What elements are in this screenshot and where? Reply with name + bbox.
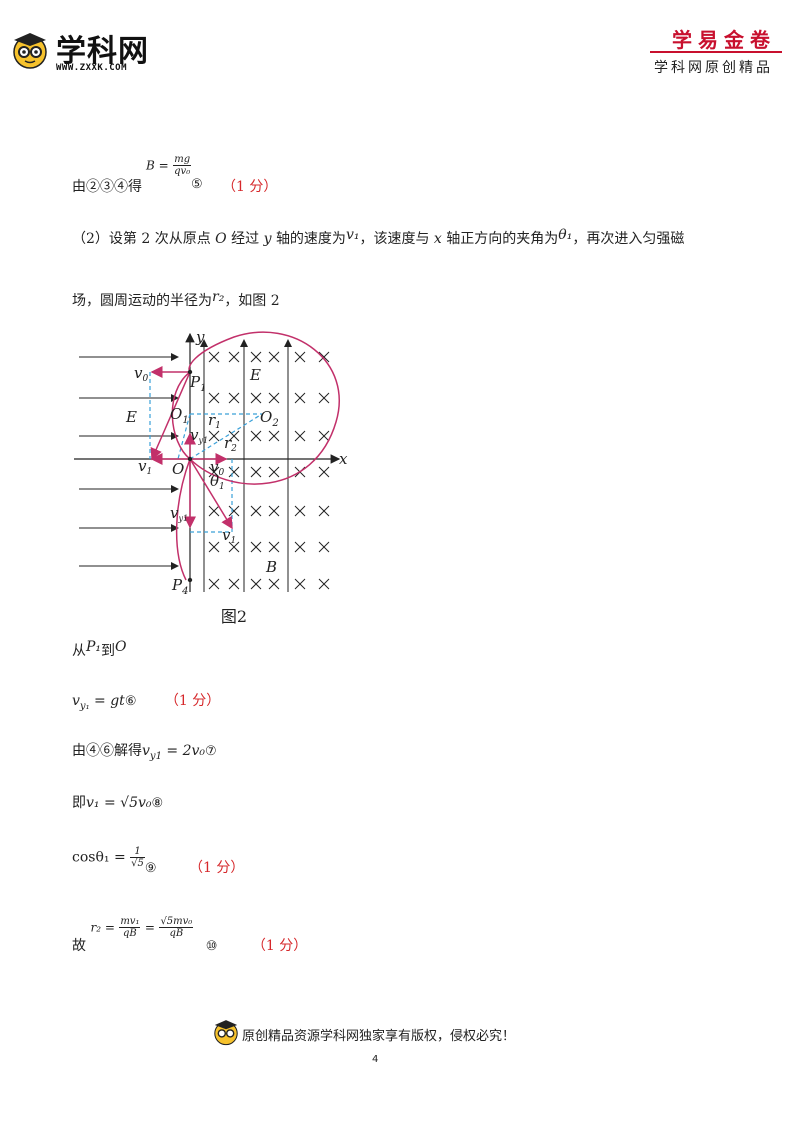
- magnetic-cross: [208, 466, 220, 478]
- magnetic-cross: [250, 466, 262, 478]
- magnetic-cross: [294, 578, 306, 590]
- magnetic-cross: [228, 466, 240, 478]
- header: 学科网 WWW.ZXXK.COM 学易金卷 学科网原创精品: [0, 0, 800, 90]
- magnetic-cross: [318, 541, 330, 553]
- figure-2: y x O O1 O2 P1 P4 E E B v0 v0 v1 v1 vy1 …: [74, 322, 364, 632]
- magnetic-cross: [250, 351, 262, 363]
- label-E-left: E: [125, 408, 137, 426]
- magnetic-cross: [208, 430, 220, 442]
- logo-text: 学科网: [56, 34, 149, 69]
- page-number: 4: [372, 1054, 379, 1065]
- logo-mascot-icon: [10, 30, 50, 70]
- magnetic-cross: [228, 541, 240, 553]
- label-v0-mid: v0: [210, 458, 224, 478]
- brand-title: 学易金卷: [672, 28, 776, 52]
- magnetic-cross: [268, 430, 280, 442]
- line-1-circ: ⑤: [191, 177, 203, 192]
- line-3: 场，圆周运动的半径为r₂，如图 2: [72, 289, 280, 309]
- magnetic-cross: [208, 541, 220, 553]
- particle-trajectory: [171, 331, 340, 581]
- label-r2: r2: [224, 434, 237, 454]
- magnetic-cross: [208, 392, 220, 404]
- magnetic-cross: [228, 392, 240, 404]
- magnetic-cross: [228, 505, 240, 517]
- magnetic-cross: [268, 466, 280, 478]
- magnetic-cross: [268, 351, 280, 363]
- magnetic-cross: [268, 541, 280, 553]
- magnetic-cross: [250, 578, 262, 590]
- magnetic-cross: [294, 541, 306, 553]
- magnetic-cross: [294, 505, 306, 517]
- label-E-right: E: [249, 366, 261, 384]
- figure-diagram: y x O O1 O2 P1 P4 E E B v0 v0 v1 v1 vy1 …: [74, 328, 348, 626]
- magnetic-cross: [250, 430, 262, 442]
- line-5-score: （1 分）: [164, 693, 221, 709]
- brand-subtitle: 学科网原创精品: [654, 60, 773, 76]
- label-vy1-bottom: vy1: [170, 504, 188, 523]
- line-7: 即v₁ = √5v₀⑧: [72, 795, 164, 811]
- label-vy1-top: vy1: [190, 426, 208, 445]
- magnetic-cross: [228, 430, 240, 442]
- magnetic-cross: [318, 430, 330, 442]
- magnetic-field-crosses: [208, 351, 330, 590]
- line-6: 由④⑥解得vy1 = 2v₀⑦: [72, 743, 217, 762]
- line-4: 从P₁到O: [72, 639, 127, 659]
- label-origin: O: [172, 460, 184, 478]
- label-r1: r1: [208, 411, 221, 431]
- figure-caption: 图2: [221, 607, 247, 626]
- magnetic-cross: [250, 541, 262, 553]
- magnetic-cross: [318, 466, 330, 478]
- magnetic-cross: [250, 505, 262, 517]
- magnetic-cross: [228, 351, 240, 363]
- magnetic-cross: [208, 505, 220, 517]
- magnetic-cross: [268, 578, 280, 590]
- label-P1: P1: [189, 373, 206, 394]
- velocity-vectors: [150, 366, 233, 530]
- magnetic-cross: [294, 351, 306, 363]
- electric-field-lines-right: [200, 339, 292, 592]
- line-9-score: （1 分）: [251, 937, 308, 954]
- magnetic-cross: [250, 392, 262, 404]
- magnetic-cross: [228, 578, 240, 590]
- label-O2: O2: [260, 408, 279, 429]
- magnetic-cross: [208, 578, 220, 590]
- footer-mascot-icon: [212, 1018, 240, 1046]
- magnetic-cross: [318, 351, 330, 363]
- dashed-construction: [149, 372, 263, 533]
- magnetic-cross: [318, 578, 330, 590]
- footer-copyright: 原创精品资源学科网独家享有版权，侵权必究！: [242, 1029, 516, 1044]
- figure-labels: y x O O1 O2 P1 P4 E E B v0 v0 v1 v1 vy1 …: [125, 328, 348, 597]
- footer: 原创精品资源学科网独家享有版权，侵权必究！: [212, 1018, 572, 1048]
- label-theta: θ1: [210, 472, 225, 492]
- magnetic-cross: [294, 392, 306, 404]
- label-v0-top: v0: [134, 364, 148, 384]
- magnetic-cross: [294, 430, 306, 442]
- line-2: （2）设第 2 次从原点 O 经过 y 轴的速度为v₁，该速度与 x 轴正方向的…: [72, 227, 685, 247]
- line-1-score: （1 分）: [222, 179, 278, 195]
- line-1: 由②③④得: [72, 156, 142, 195]
- label-x: x: [339, 450, 348, 468]
- label-B: B: [265, 558, 277, 576]
- magnetic-cross: [268, 392, 280, 404]
- label-O1: O1: [170, 405, 189, 426]
- line-5: vy₁ = gt⑥ （1 分）: [72, 693, 221, 712]
- line-1-prefix: 由②③④得: [72, 179, 142, 195]
- brand-divider: [650, 51, 782, 53]
- magnetic-cross: [318, 392, 330, 404]
- logo-url: WWW.ZXXK.COM: [56, 63, 128, 73]
- magnetic-cross: [318, 505, 330, 517]
- magnetic-cross: [268, 505, 280, 517]
- label-y: y: [195, 328, 205, 346]
- electric-field-lines-left: [79, 353, 179, 570]
- line-8-score: （1 分）: [188, 859, 245, 876]
- label-v1-left: v1: [138, 457, 152, 477]
- label-P4: P4: [171, 576, 188, 597]
- magnetic-cross: [208, 351, 220, 363]
- label-v1-bottom: v1: [222, 526, 236, 546]
